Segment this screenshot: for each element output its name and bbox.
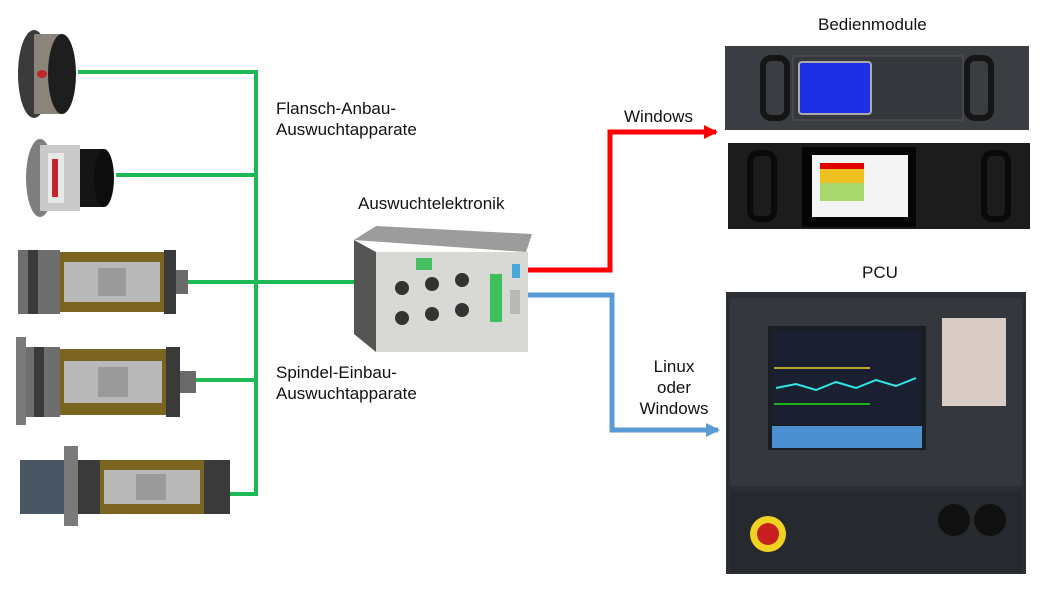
operator-modules-label: Bedienmodule (818, 15, 927, 34)
windows-link-arrow (528, 125, 718, 273)
operator-module-2-illustration (728, 143, 1030, 229)
flange-balancer-2 (24, 137, 116, 219)
spindle-balancer-3 (20, 446, 230, 526)
sensor-bus (78, 70, 364, 496)
electronics-label: Auswuchtelektronik (358, 194, 505, 213)
linux-windows-link-label: Linux oder Windows (639, 357, 709, 418)
flange-group-label: Flansch-Anbau- Auswuchtapparate (276, 99, 417, 139)
spindle-balancer-2 (16, 337, 196, 425)
flange-balancer-2-illustration (26, 139, 114, 217)
operator-module-2 (728, 143, 1030, 229)
flange-balancer-1 (16, 28, 78, 120)
flange-balancer-1-illustration (18, 30, 76, 118)
operator-module-1-illustration (725, 46, 1029, 130)
linux-windows-link-arrow (528, 292, 720, 437)
windows-link-label: Windows (624, 107, 693, 126)
spindle-balancer-1-illustration (18, 250, 188, 314)
spindle-group-label: Spindel-Einbau- Auswuchtapparate (276, 363, 417, 403)
spindle-balancer-3-illustration (20, 446, 230, 526)
pcu-panel (726, 292, 1026, 574)
electronics-illustration (354, 226, 532, 352)
pcu-illustration (726, 292, 1026, 574)
balancing-electronics-unit (350, 222, 532, 354)
spindle-balancer-2-illustration (16, 337, 196, 425)
operator-module-1 (725, 46, 1029, 130)
spindle-balancer-1 (18, 248, 188, 316)
pcu-label: PCU (862, 263, 898, 282)
